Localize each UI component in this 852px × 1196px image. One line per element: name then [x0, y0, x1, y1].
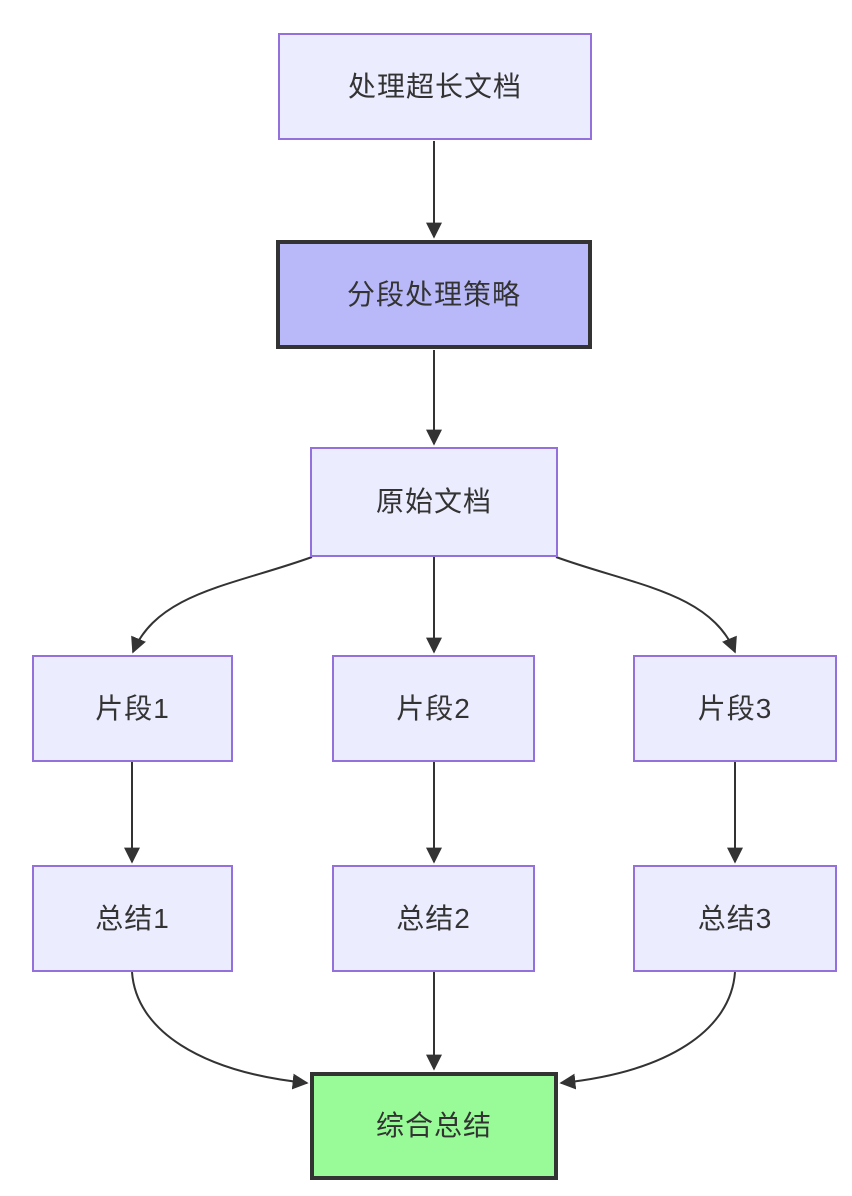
- node-frag2: 片段2: [332, 655, 535, 762]
- node-sum1: 总结1: [32, 865, 233, 972]
- edge-original-to-frag3: [555, 556, 737, 654]
- node-sum1-label: 总结1: [95, 902, 170, 934]
- node-final: 综合总结: [310, 1072, 558, 1180]
- node-sum3-label: 总结3: [697, 902, 773, 934]
- node-frag3-label: 片段3: [697, 692, 773, 724]
- edge-sum3-to-final: [559, 971, 736, 1090]
- node-strategy-label: 分段处理策略: [346, 278, 521, 310]
- node-frag1: 片段1: [32, 655, 233, 762]
- edge-original-to-frag1: [131, 556, 313, 654]
- node-frag3: 片段3: [633, 655, 837, 762]
- node-frag1-label: 片段1: [95, 692, 170, 724]
- edge-sum1-to-final: [131, 971, 309, 1090]
- node-doc: 处理超长文档: [278, 33, 592, 140]
- node-original-label: 原始文档: [375, 486, 492, 517]
- node-strategy: 分段处理策略: [276, 240, 592, 349]
- node-doc-label: 处理超长文档: [347, 70, 522, 102]
- node-frag2-label: 片段2: [396, 692, 471, 724]
- node-sum3: 总结3: [633, 865, 837, 972]
- node-final-label: 综合总结: [375, 1110, 492, 1141]
- node-sum2-label: 总结2: [396, 902, 471, 934]
- node-sum2: 总结2: [332, 865, 535, 972]
- node-original: 原始文档: [310, 447, 558, 557]
